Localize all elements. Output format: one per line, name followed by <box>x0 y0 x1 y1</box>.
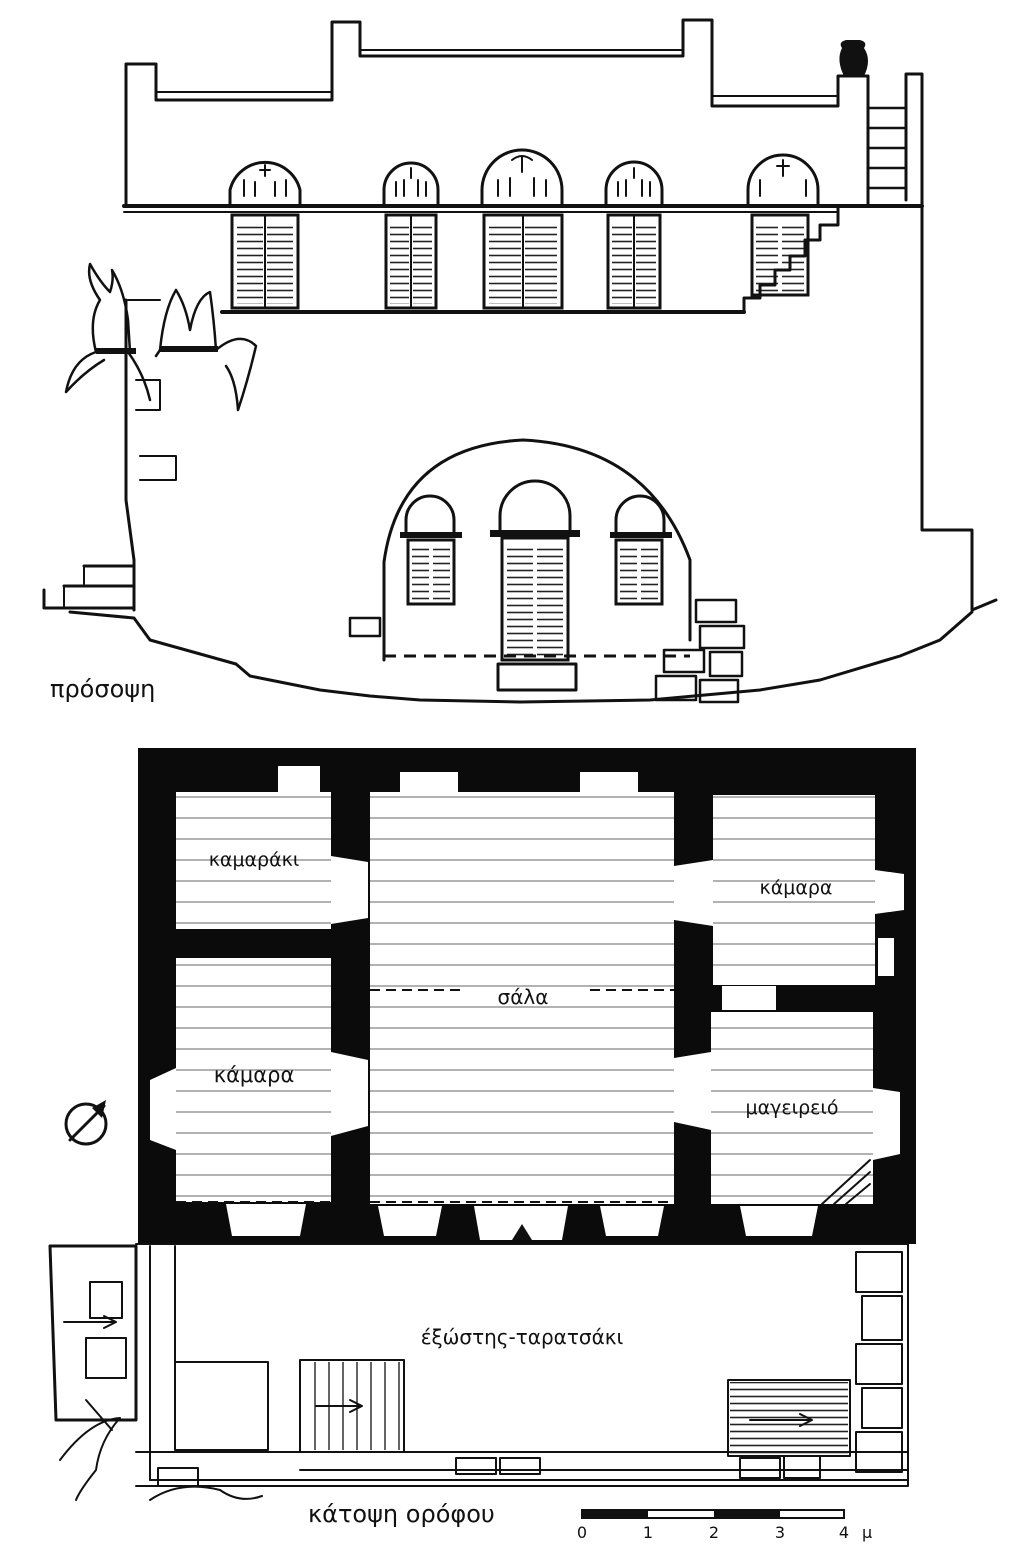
upper-window-4 <box>604 160 664 310</box>
north-arrow-icon <box>64 1100 108 1146</box>
facade-elevation: πρόσοψη <box>42 18 998 704</box>
external-stair <box>742 204 840 314</box>
scale-tick-0: 0 <box>577 1523 587 1542</box>
stone-masonry <box>348 598 746 704</box>
ground-door <box>490 479 580 692</box>
room-kamaraki: καμαράκι <box>176 792 331 929</box>
svg-text:καμαράκι: καμαράκι <box>209 849 300 871</box>
facade-label: πρόσοψη <box>50 675 155 703</box>
upper-window-5 <box>746 153 820 297</box>
room-kamara-right: κάμαρα <box>713 795 875 985</box>
balcony-label: έξώστης-ταρατσάκι <box>421 1325 624 1349</box>
svg-text:σάλα: σάλα <box>498 985 549 1009</box>
plan-title: κάτοψη ορόφου <box>308 1500 495 1528</box>
wall-openings <box>150 766 904 1240</box>
room-sala: σάλα <box>370 792 674 1204</box>
svg-text:κάμαρα: κάμαρα <box>214 1063 295 1087</box>
room-kamara-left: κάμαρα <box>176 958 331 1202</box>
upper-window-3 <box>480 148 564 310</box>
floor-plan: καμαράκι κάμαρα σάλα κάμαρα μαγειρειό <box>48 748 916 1542</box>
scale-tick-2: 2 <box>709 1523 719 1542</box>
scale-bar: 0 1 2 3 4 μ <box>577 1509 872 1542</box>
room-mageireio: μαγειρειό <box>711 1012 873 1205</box>
upper-window-1 <box>228 160 302 310</box>
upper-window-2 <box>382 161 440 310</box>
scale-tick-1: 1 <box>643 1523 653 1542</box>
entry-arrow-icon <box>512 1224 532 1240</box>
scale-unit: μ <box>862 1523 872 1542</box>
scale-tick-4: 4 <box>839 1523 849 1542</box>
scale-tick-3: 3 <box>775 1523 785 1542</box>
ground-window-left <box>400 494 462 606</box>
ground-window-right <box>610 494 672 606</box>
balcony-terrace: έξώστης-ταρατσάκι <box>48 1243 909 1501</box>
svg-text:κάμαρα: κάμαρα <box>760 877 833 899</box>
ground-vault <box>382 438 692 564</box>
roof-ladder <box>866 106 908 190</box>
svg-text:μαγειρειό: μαγειρειό <box>746 1097 839 1119</box>
front-steps <box>42 564 136 610</box>
plant-left <box>64 262 152 402</box>
roof-jar <box>839 40 868 76</box>
plant-right <box>154 288 258 412</box>
